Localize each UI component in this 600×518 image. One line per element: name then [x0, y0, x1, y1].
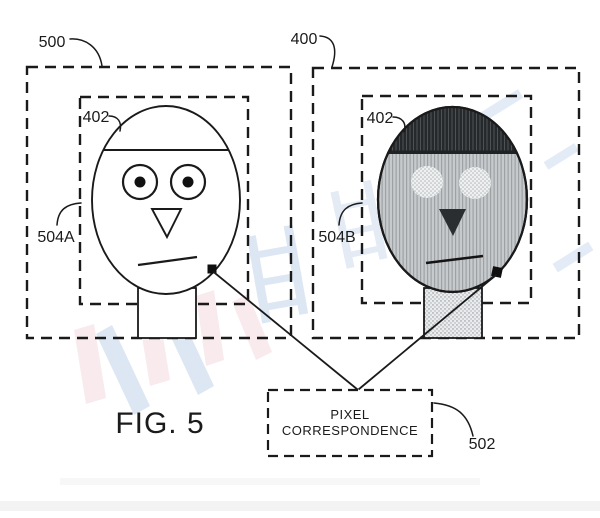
leader-500	[69, 38, 103, 67]
label-504A: 504A	[37, 229, 75, 246]
right-pixel-marker	[491, 266, 503, 278]
watermark	[0, 89, 600, 511]
right-hairline	[378, 150, 527, 154]
left-neck	[137, 287, 197, 339]
pixel-correspondence-line2: CORRESPONDENCE	[282, 423, 418, 438]
right-hair	[378, 107, 527, 153]
figure-caption: FIG. 5	[115, 407, 204, 440]
label-402-left: 402	[83, 109, 110, 126]
left-pixel-marker	[207, 264, 217, 274]
right-eyes	[411, 166, 491, 199]
left-eyes	[121, 163, 207, 201]
label-502: 502	[469, 436, 496, 453]
pixel-correspondence-box	[266, 388, 434, 458]
leader-504B	[338, 202, 363, 226]
right-head	[376, 105, 529, 294]
leader-402-right	[392, 116, 406, 133]
left-mouth	[137, 255, 198, 267]
left-correspondence-line	[212, 270, 359, 391]
leader-400	[319, 35, 336, 68]
pixel-correspondence-line1: PIXEL	[330, 407, 369, 422]
label-504B: 504B	[318, 229, 355, 246]
right-correspondence-line	[357, 274, 497, 391]
leader-504A	[56, 202, 82, 226]
leader-402-left	[108, 115, 122, 132]
right-neck	[423, 287, 483, 339]
left-head	[91, 105, 241, 295]
right-nose	[439, 209, 466, 236]
leader-502	[433, 402, 474, 437]
label-400: 400	[291, 31, 318, 48]
label-402-right: 402	[367, 110, 394, 127]
right-mouth	[425, 254, 484, 265]
left-nose	[150, 208, 183, 240]
label-500: 500	[39, 34, 66, 51]
